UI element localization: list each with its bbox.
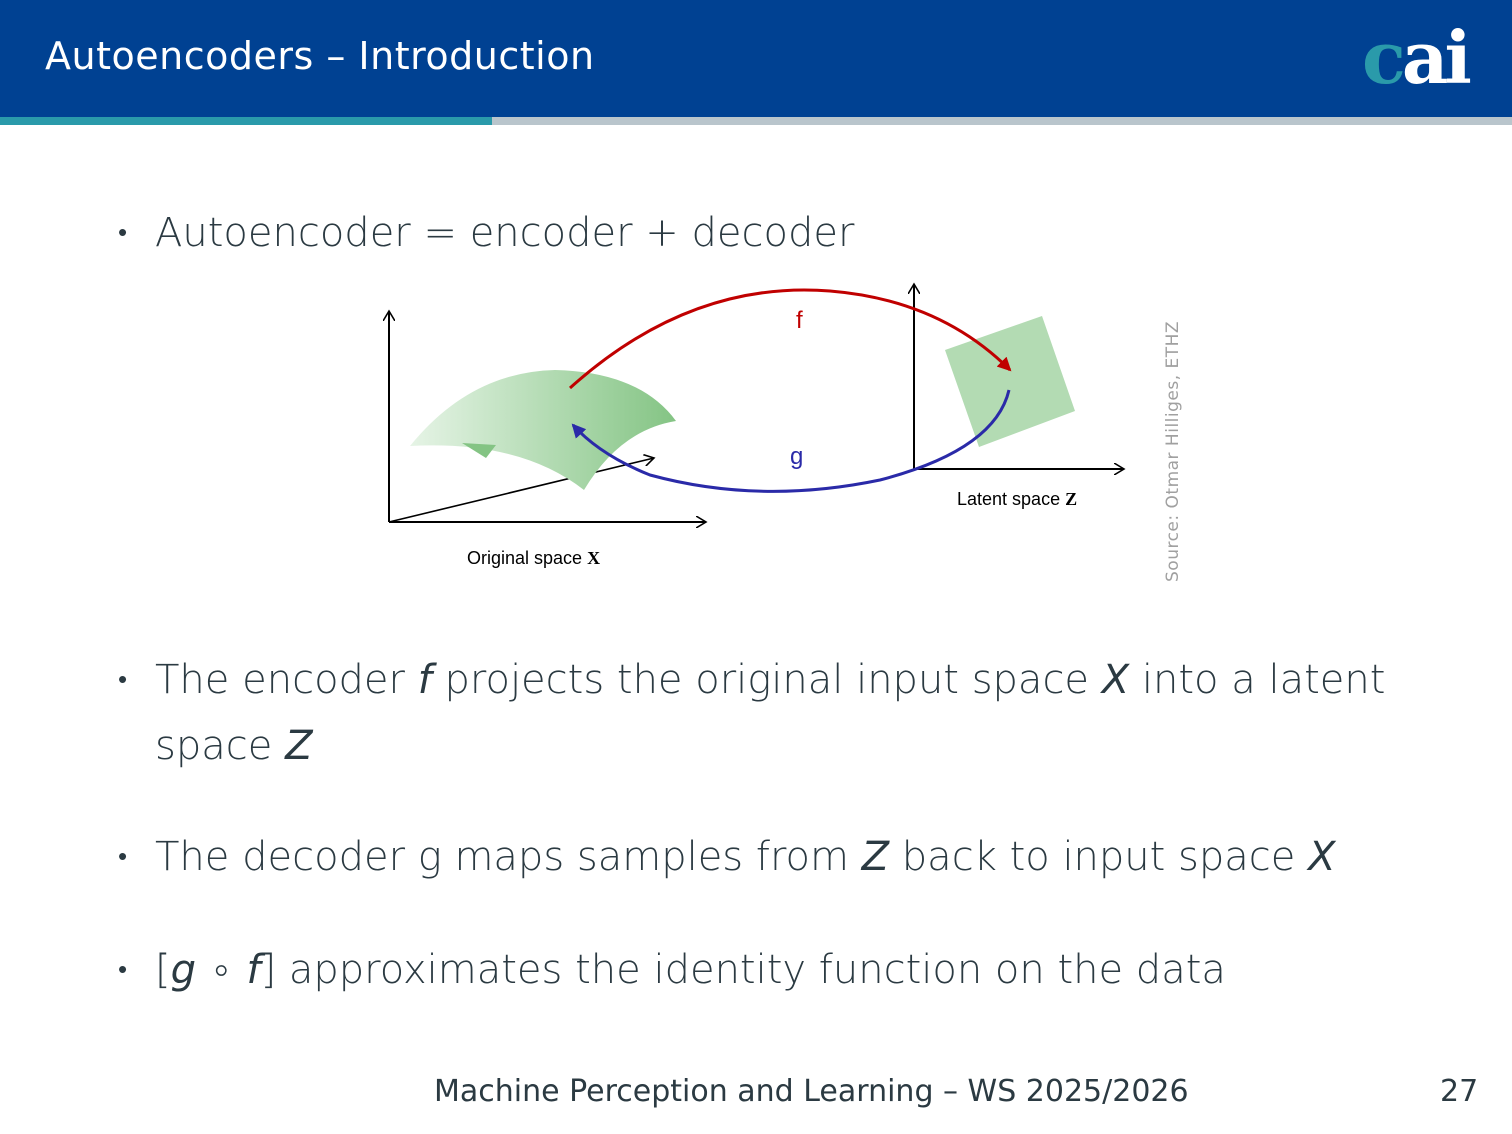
decoder-label: g — [790, 443, 803, 470]
bullet-text: Autoencoder = encoder + decoder — [155, 210, 855, 256]
bullet-text: [g ∘ f] approximates the identity functi… — [155, 947, 1226, 993]
data-manifold-surface — [410, 370, 676, 490]
latent-space-axes — [914, 284, 1124, 469]
bullet-dot: • — [118, 218, 128, 248]
page-number: 27 — [1440, 1074, 1479, 1109]
footer-course: Machine Perception and Learning – WS 202… — [434, 1074, 1189, 1109]
encoder-label: f — [796, 307, 803, 334]
bullet-dot: • — [118, 665, 128, 695]
latent-plane — [945, 316, 1075, 447]
decoder-arrow — [571, 389, 1011, 493]
figure-source: Source: Otmar Hilliges, ETHZ — [1163, 320, 1183, 582]
latent-space-label: Latent space Z — [957, 489, 1077, 509]
encoder-arrow — [568, 288, 1012, 390]
bullet-dot: • — [118, 955, 128, 985]
slide-header: Autoencoders – Introduction cai — [0, 0, 1512, 117]
header-accent-stripe — [0, 117, 492, 125]
bullet-dot: • — [118, 842, 128, 872]
original-space-label: Original space X — [467, 548, 600, 568]
bullet-text: The encoder f projects the original inpu… — [155, 657, 1386, 769]
cai-logo: cai — [1362, 15, 1472, 100]
slide-title: Autoencoders – Introduction — [45, 34, 595, 78]
header-gray-stripe — [492, 117, 1512, 125]
bullet-text: The decoder g maps samples from Z back t… — [155, 834, 1336, 880]
original-space-axes — [389, 311, 706, 522]
